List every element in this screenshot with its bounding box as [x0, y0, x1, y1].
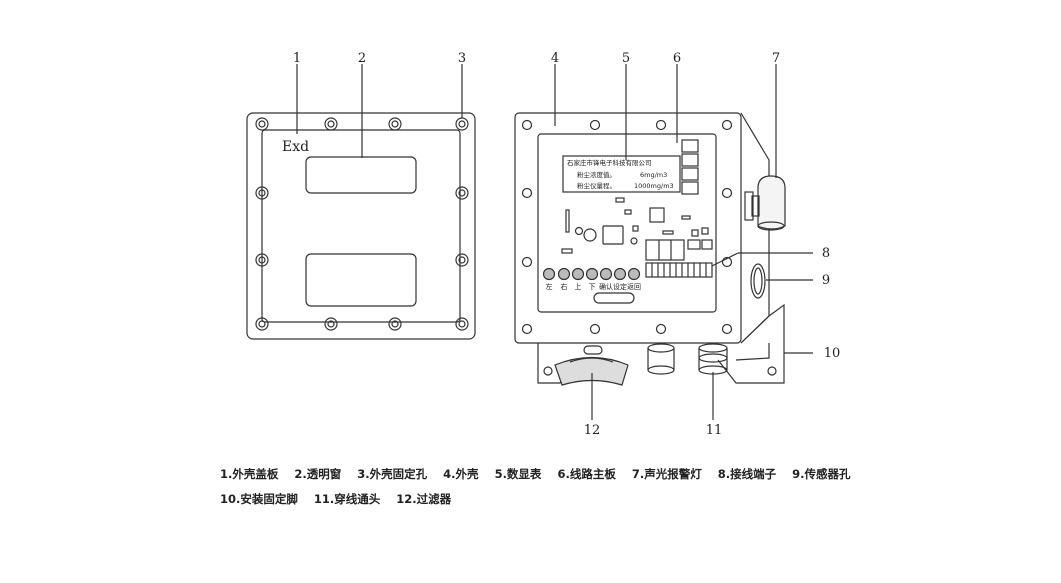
callout-5: 5 [622, 51, 630, 66]
terminal-block [645, 262, 713, 278]
legend-item: 1.外壳盖板 [220, 467, 279, 481]
callout-6: 6 [673, 51, 681, 66]
legend-line-2: 10.安装固定脚 11.穿线通头 12.过滤器 [220, 491, 463, 507]
panel-row1-value: 6mg/m3 [640, 171, 667, 179]
lower-window [305, 253, 417, 307]
callout-1: 1 [293, 51, 301, 66]
button-label: 下 [589, 283, 596, 291]
main-board-components [561, 197, 713, 261]
legend-item: 7.声光报警灯 [631, 467, 702, 481]
display-panel [562, 155, 681, 193]
keypad-buttons [542, 267, 641, 281]
legend-item: 10.安装固定脚 [220, 492, 298, 506]
legend-item: 11.穿线通头 [313, 492, 381, 506]
legend-item: 5.数显表 [494, 467, 542, 481]
panel-company: 石家庄市锋电子科技有限公司 [567, 158, 652, 167]
panel-row2-value: 1000mg/m3 [634, 182, 674, 190]
callout-10: 10 [824, 346, 841, 361]
button-label: 返回 [627, 283, 641, 291]
legend-item: 4.外壳 [443, 467, 479, 481]
housing-bolt-holes [521, 119, 733, 335]
callout-9: 9 [822, 273, 830, 288]
button-label: 左 [546, 282, 553, 291]
panel-row1-label: 粉尘浓度值。 [577, 170, 616, 179]
transparent-window [305, 156, 417, 194]
alarm-lamp [744, 175, 786, 231]
callout-3: 3 [458, 51, 466, 66]
cable-glands [647, 343, 728, 375]
legend-item: 9.传感器孔 [792, 467, 851, 481]
callout-7: 7 [772, 51, 780, 66]
housing [514, 64, 813, 420]
filter [554, 345, 629, 386]
button-label: 确认 [599, 282, 613, 291]
legend-line-1: 1.外壳盖板 2.透明窗 3.外壳固定孔 4.外壳 5.数显表 6.线路主板 7… [220, 466, 863, 482]
legend-item: 2.透明窗 [294, 467, 342, 481]
legend-item: 6.线路主板 [557, 467, 616, 481]
cover-mark: Exd [282, 139, 309, 155]
button-label: 设定 [613, 282, 627, 291]
legend-item: 8.接线端子 [717, 467, 777, 481]
callout-2: 2 [358, 51, 366, 66]
callout-8: 8 [822, 246, 830, 261]
cover-plate [246, 64, 476, 340]
legend-item: 12.过滤器 [396, 492, 452, 506]
callout-4: 4 [551, 51, 559, 66]
callout-11: 11 [706, 423, 723, 438]
legend-item: 3.外壳固定孔 [357, 467, 428, 481]
callout-12: 12 [584, 423, 601, 438]
panel-row2-label: 粉尘仪量程。 [577, 181, 616, 190]
button-label: 右 [561, 282, 568, 291]
button-label: 上 [575, 282, 582, 291]
sensor-hole [750, 263, 766, 299]
